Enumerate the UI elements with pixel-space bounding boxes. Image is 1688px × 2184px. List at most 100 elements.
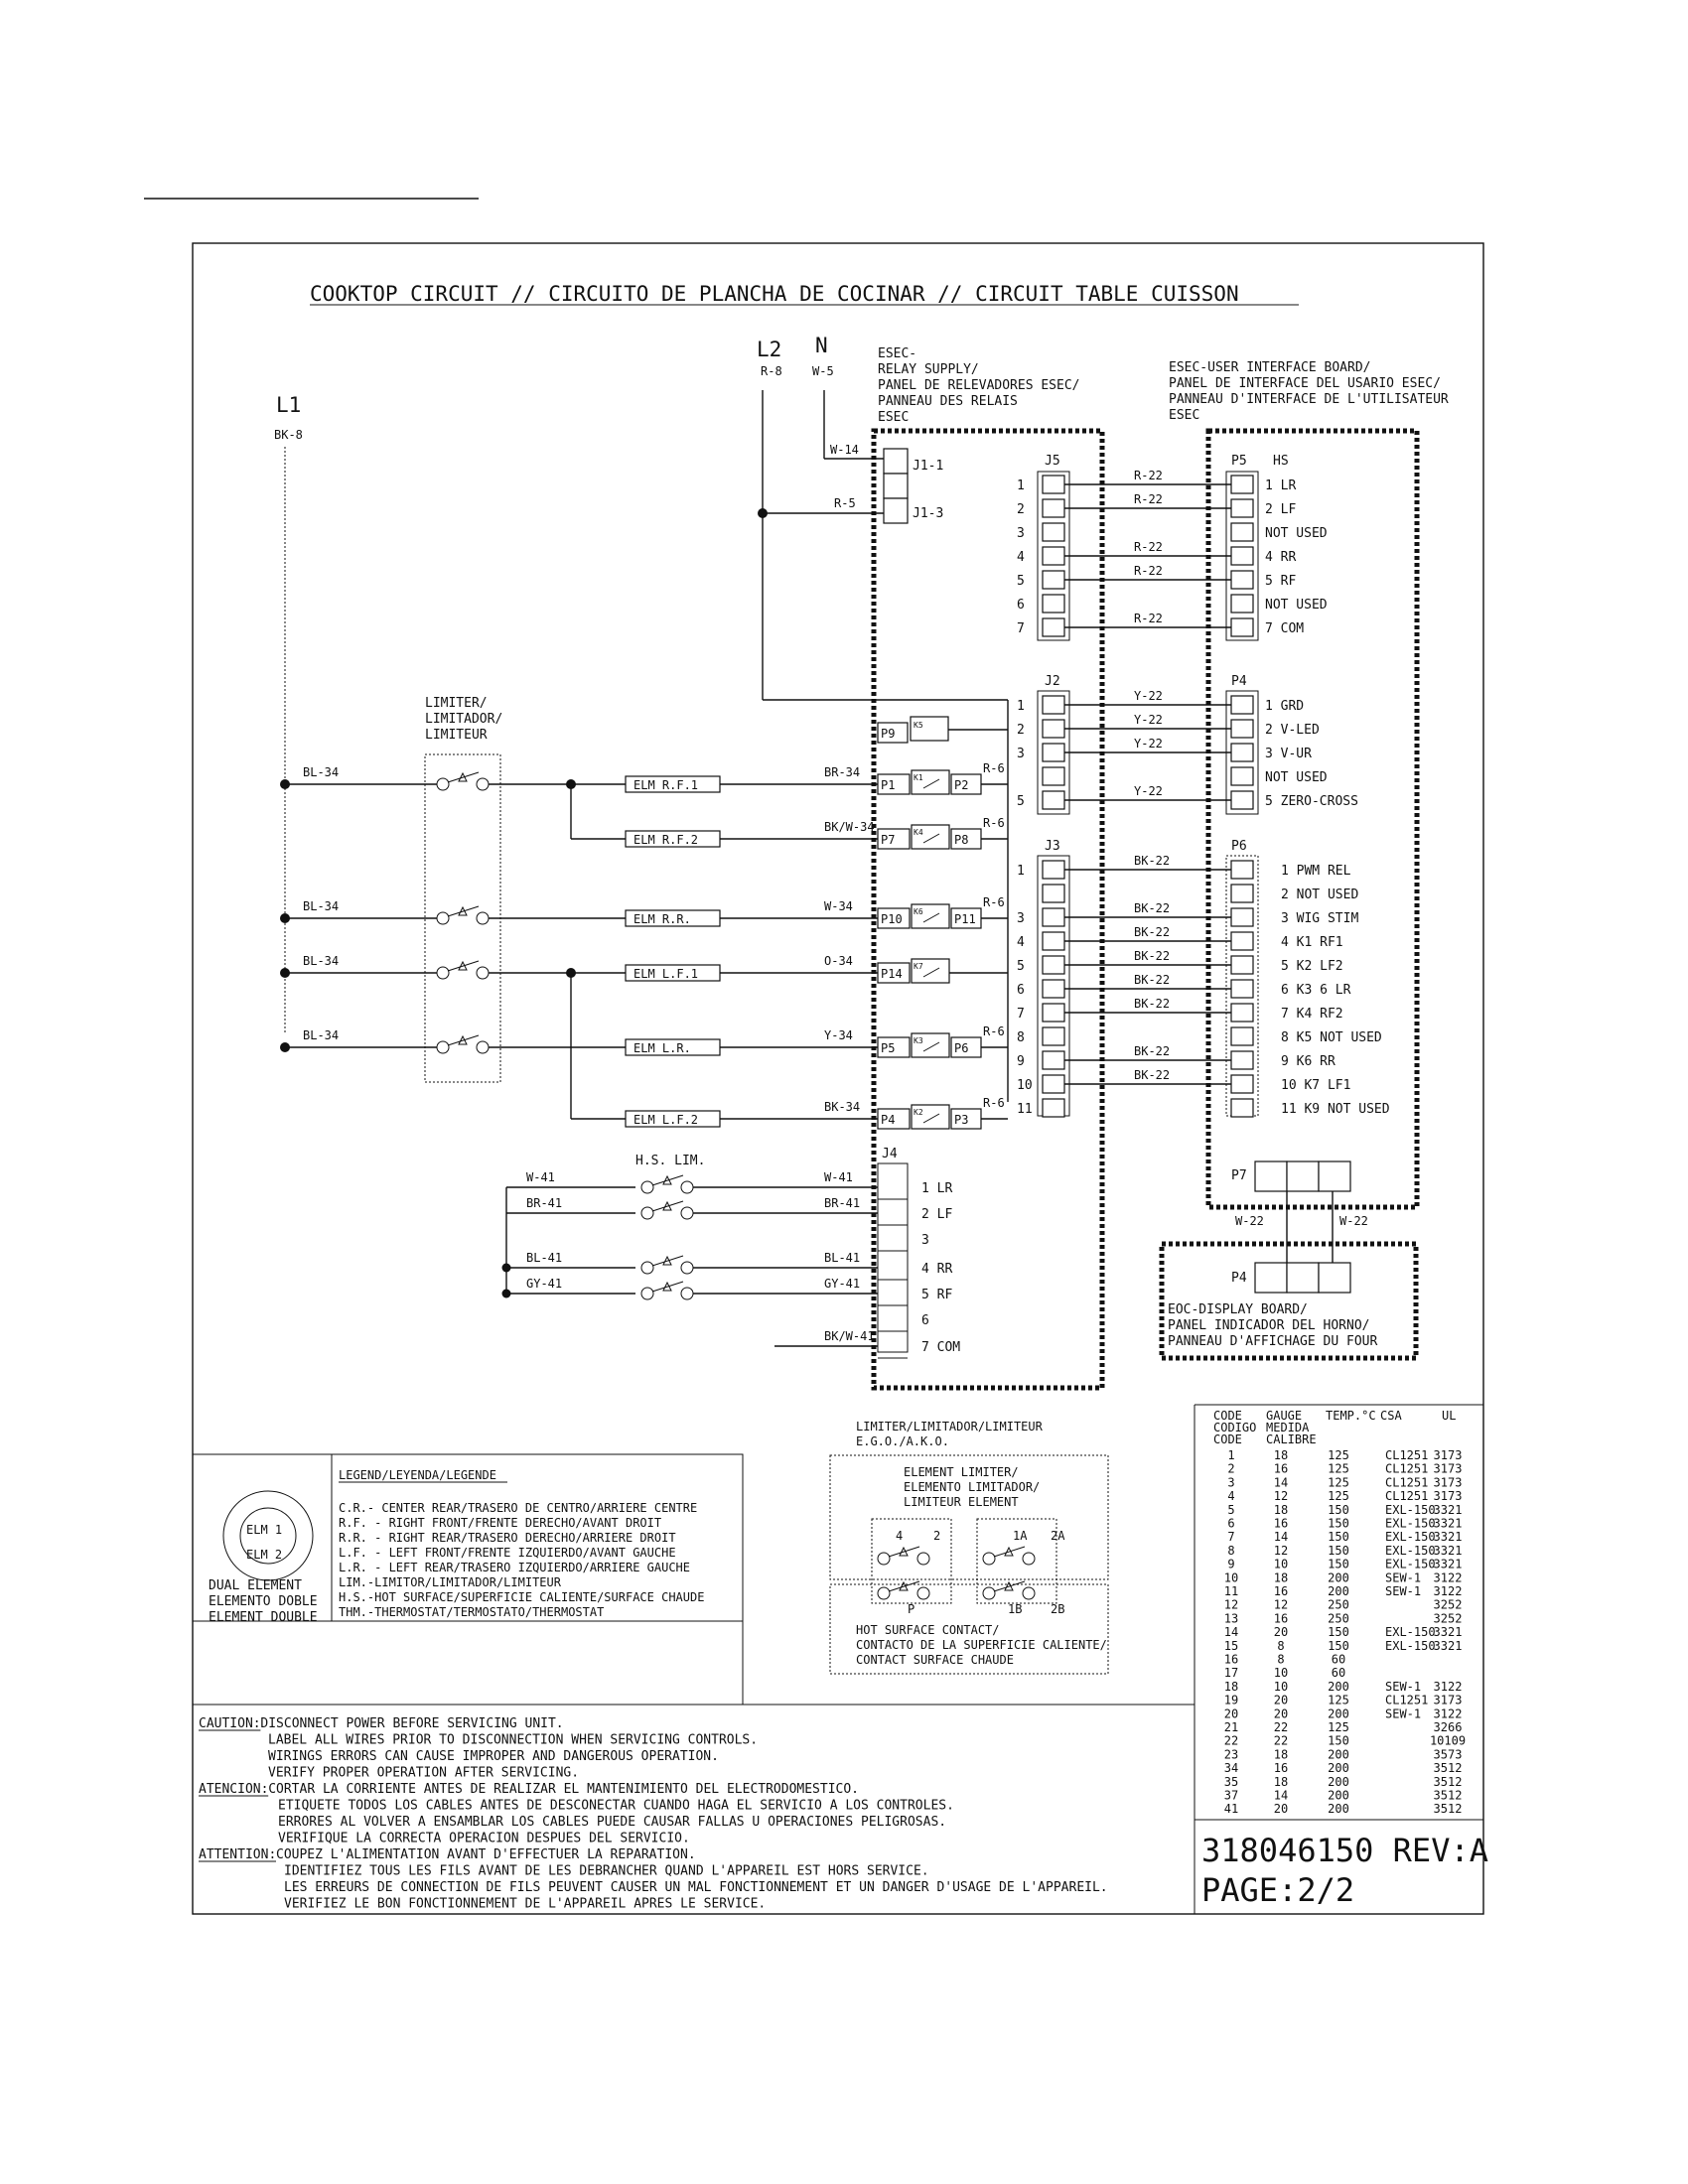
relay-switch	[911, 769, 950, 795]
pin-number: 6	[1017, 598, 1025, 613]
signal-wire-label: R-22	[1134, 469, 1163, 482]
table-cell: 3512	[1434, 1775, 1463, 1789]
table-cell: EXL-150	[1385, 1558, 1436, 1571]
table-cell: 150	[1328, 1544, 1349, 1558]
ui-pin-label: 3 WIG STIM	[1281, 911, 1358, 926]
table-cell: SEW-1	[1385, 1570, 1421, 1584]
caution-line: VERIFY PROPER OPERATION AFTER SERVICING.	[268, 1766, 579, 1781]
table-cell: EXL-150	[1385, 1625, 1436, 1639]
r6-wire-label: R-6	[983, 761, 1005, 775]
switch-contact	[916, 1552, 930, 1566]
table-header: CODE	[1213, 1409, 1242, 1423]
caution-line: CORTAR LA CORRIENTE ANTES DE REALIZAR EL…	[268, 1782, 859, 1797]
j4-pin-label: 6	[921, 1313, 929, 1328]
table-cell: 9	[1227, 1558, 1234, 1571]
relay-contact	[922, 778, 940, 789]
part-number: 318046150 REV:A	[1201, 1832, 1488, 1869]
table-cell: 15	[1224, 1639, 1238, 1653]
table-cell: 10	[1224, 1570, 1238, 1584]
svg-text:1B: 1B	[1008, 1602, 1022, 1616]
element-label: ELM R.R.	[633, 912, 691, 926]
table-cell: CL1251	[1385, 1694, 1428, 1707]
table-header: CODE	[1213, 1433, 1242, 1446]
thermal-icon	[662, 1200, 672, 1211]
svg-text:E.G.O./A.K.O.: E.G.O./A.K.O.	[856, 1434, 949, 1448]
caution-line: LABEL ALL WIRES PRIOR TO DISCONNECTION W…	[268, 1733, 758, 1748]
table-cell: CL1251	[1385, 1462, 1428, 1476]
connector-pin	[1042, 546, 1065, 566]
caution-line: LES ERREURS DE CONNECTION DE FILS PEUVEN…	[284, 1880, 1108, 1895]
table-cell: 200	[1328, 1789, 1349, 1803]
ui-pin-label: 3 V-UR	[1265, 747, 1312, 761]
thermal-icon	[1004, 1546, 1014, 1557]
switch-blade	[447, 771, 480, 783]
ui-pin-label: 1 GRD	[1265, 699, 1304, 714]
svg-text:ESEC: ESEC	[1169, 408, 1199, 423]
relay-input-terminal	[877, 907, 911, 929]
signal-wire-label: BK-22	[1134, 949, 1170, 963]
table-cell: 200	[1328, 1802, 1349, 1816]
line-wire-label: BL-34	[303, 1028, 339, 1042]
table-cell: 23	[1224, 1747, 1238, 1761]
table-cell: 3173	[1434, 1462, 1463, 1476]
relay-k-label: K7	[914, 962, 923, 971]
hs-wire-left: BR-41	[526, 1196, 562, 1210]
table-cell: EXL-150	[1385, 1517, 1436, 1531]
diagram-frame	[192, 242, 1484, 1915]
svg-text:CONTACTO DE LA SUPERFICIE CALI: CONTACTO DE LA SUPERFICIE CALIENTE/	[856, 1638, 1107, 1652]
j1-1-label: J1-1	[913, 459, 943, 474]
j4-connector	[877, 1162, 909, 1353]
svg-text:ELEMENTO DOBLE: ELEMENTO DOBLE	[209, 1594, 318, 1609]
table-header: CSA	[1380, 1409, 1402, 1423]
signal-wire-label: BK-22	[1134, 1044, 1170, 1058]
caution-text: CAUTION:DISCONNECT POWER BEFORE SERVICIN…	[199, 1716, 1108, 1912]
caution-line: IDENTIFIEZ TOUS LES FILS AVANT DE LES DE…	[284, 1864, 929, 1879]
relay-contact	[922, 912, 940, 923]
j3-pin	[1042, 1003, 1065, 1023]
table-cell: 12	[1274, 1598, 1288, 1612]
element-limiter-label: ELEMENT LIMITER/ ELEMENTO LIMITADOR/ LIM…	[904, 1465, 1040, 1509]
relay-input-terminal	[877, 773, 911, 795]
signal-wire-label: Y-22	[1134, 713, 1163, 727]
j4-pin-label: 2 LF	[921, 1207, 952, 1222]
ui-connector-pin	[1230, 594, 1254, 614]
element-label: ELM R.F.2	[633, 833, 698, 847]
table-cell: 22	[1274, 1734, 1288, 1748]
table-cell: 14	[1274, 1530, 1288, 1544]
table-cell: 125	[1328, 1489, 1349, 1503]
switch-blade	[651, 1281, 684, 1293]
table-header: UL	[1442, 1409, 1456, 1423]
connector-pin	[1042, 719, 1065, 739]
table-cell: 200	[1328, 1706, 1349, 1720]
element-label: ELM L.R.	[633, 1041, 691, 1055]
table-cell: 13	[1224, 1611, 1238, 1625]
p9-label: P9	[881, 727, 895, 741]
p7-label: P7	[1231, 1168, 1247, 1183]
relay-contact	[922, 1041, 940, 1052]
table-cell: 150	[1328, 1625, 1349, 1639]
ui-board-label: ESEC-USER INTERFACE BOARD/ PANEL DE INTE…	[1169, 360, 1449, 423]
table-cell: 60	[1332, 1666, 1345, 1680]
signal-wire-label: R-22	[1134, 612, 1163, 625]
j4-label: J4	[882, 1147, 898, 1161]
table-cell: 20	[1224, 1706, 1238, 1720]
table-cell: 3321	[1434, 1544, 1463, 1558]
pin-number: 4	[1017, 935, 1025, 950]
ui-pin-label: 1 PWM REL	[1281, 864, 1351, 879]
relay-contact	[922, 1113, 940, 1124]
pin-number: 8	[1017, 1030, 1025, 1045]
hs-limiter-switch	[640, 1287, 654, 1300]
thermal-icon	[458, 905, 468, 916]
p7-wire-right: W-22	[1339, 1214, 1368, 1228]
switch-blade	[651, 1200, 684, 1212]
table-cell: 10109	[1430, 1734, 1466, 1748]
j1-3-label: J1-3	[913, 506, 943, 521]
switch-contact	[1022, 1586, 1036, 1600]
pin-number: 9	[1017, 1054, 1025, 1069]
svg-text:PANEL INDICADOR DEL HORNO/: PANEL INDICADOR DEL HORNO/	[1168, 1318, 1370, 1333]
table-header: CALIBRE	[1266, 1433, 1317, 1446]
ui-connector-pin	[1230, 570, 1254, 590]
neutral-wire: W-5	[812, 364, 834, 378]
